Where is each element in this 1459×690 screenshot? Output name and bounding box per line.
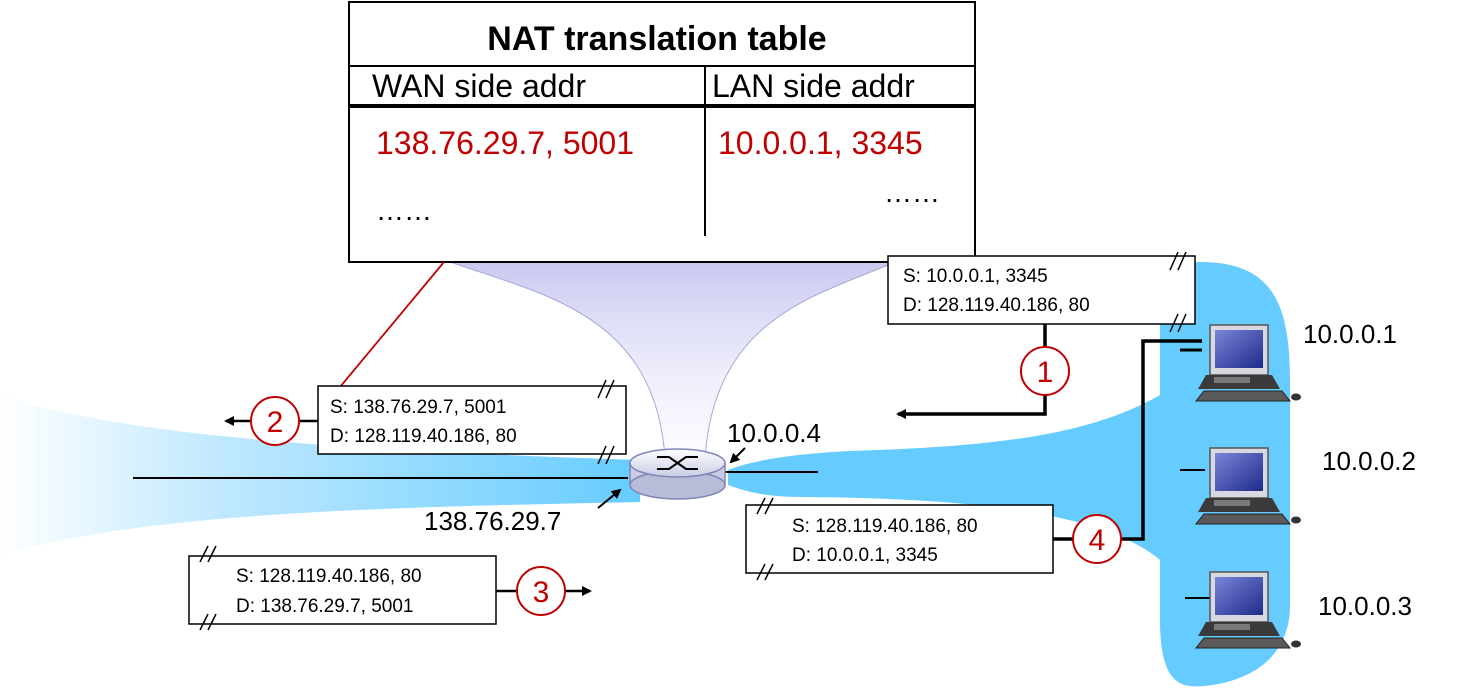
row2-lan-dots: …… bbox=[884, 177, 940, 208]
row2-wan-dots: …… bbox=[376, 195, 432, 226]
col-header-lan: LAN side addr bbox=[712, 68, 915, 104]
step-1-marker: 1 bbox=[1020, 346, 1070, 396]
wan-region bbox=[0, 395, 640, 556]
step-4-label: 4 bbox=[1089, 524, 1106, 557]
packet-4-destination: D: 10.0.0.1, 3345 bbox=[792, 545, 938, 566]
lan-ip-pointer bbox=[729, 447, 746, 464]
step-2-marker: 2 bbox=[250, 396, 300, 446]
packet-2: S: 138.76.29.7, 5001 D: 128.119.40.186, … bbox=[317, 379, 627, 465]
packet-1-source: S: 10.0.0.1, 3345 bbox=[903, 266, 1048, 287]
packet-1-destination: D: 128.119.40.186, 80 bbox=[903, 295, 1090, 316]
row1-wan-addr: 138.76.29.7, 5001 bbox=[376, 125, 634, 161]
packet-3-destination: D: 138.76.29.7, 5001 bbox=[236, 596, 413, 617]
step-1-label: 1 bbox=[1037, 356, 1054, 389]
step-4-marker: 4 bbox=[1072, 514, 1122, 564]
packet-3-source: S: 128.119.40.186, 80 bbox=[236, 566, 422, 587]
wan-ip-pointer bbox=[597, 488, 622, 509]
host-2-ip: 10.0.0.2 bbox=[1322, 446, 1416, 476]
packet-1: S: 10.0.0.1, 3345 D: 128.119.40.186, 80 bbox=[887, 251, 1196, 333]
router-icon bbox=[629, 448, 726, 500]
host-1-ip: 10.0.0.1 bbox=[1303, 319, 1397, 349]
packet-2-destination: D: 128.119.40.186, 80 bbox=[330, 426, 517, 447]
col-header-wan: WAN side addr bbox=[372, 68, 586, 104]
step-2-label: 2 bbox=[267, 406, 284, 439]
row1-lan-addr: 10.0.0.1, 3345 bbox=[718, 125, 923, 161]
packet-3: S: 128.119.40.186, 80 D: 138.76.29.7, 50… bbox=[188, 545, 497, 631]
step-3-marker: 3 bbox=[516, 566, 566, 616]
nat-table: NAT translation table WAN side addr LAN … bbox=[348, 1, 976, 263]
lan-region bbox=[728, 262, 1290, 687]
router-wan-ip: 138.76.29.7 bbox=[424, 506, 561, 536]
packet-2-source: S: 138.76.29.7, 5001 bbox=[330, 397, 506, 418]
packet-4: S: 128.119.40.186, 80 D: 10.0.0.1, 3345 bbox=[745, 497, 1054, 581]
nat-table-title: NAT translation table bbox=[487, 20, 826, 58]
step-3-label: 3 bbox=[533, 576, 550, 609]
table-to-packet2-line bbox=[339, 261, 445, 388]
router-lan-ip: 10.0.0.4 bbox=[727, 418, 821, 448]
host-3-ip: 10.0.0.3 bbox=[1318, 591, 1412, 621]
packet-4-source: S: 128.119.40.186, 80 bbox=[792, 516, 978, 537]
